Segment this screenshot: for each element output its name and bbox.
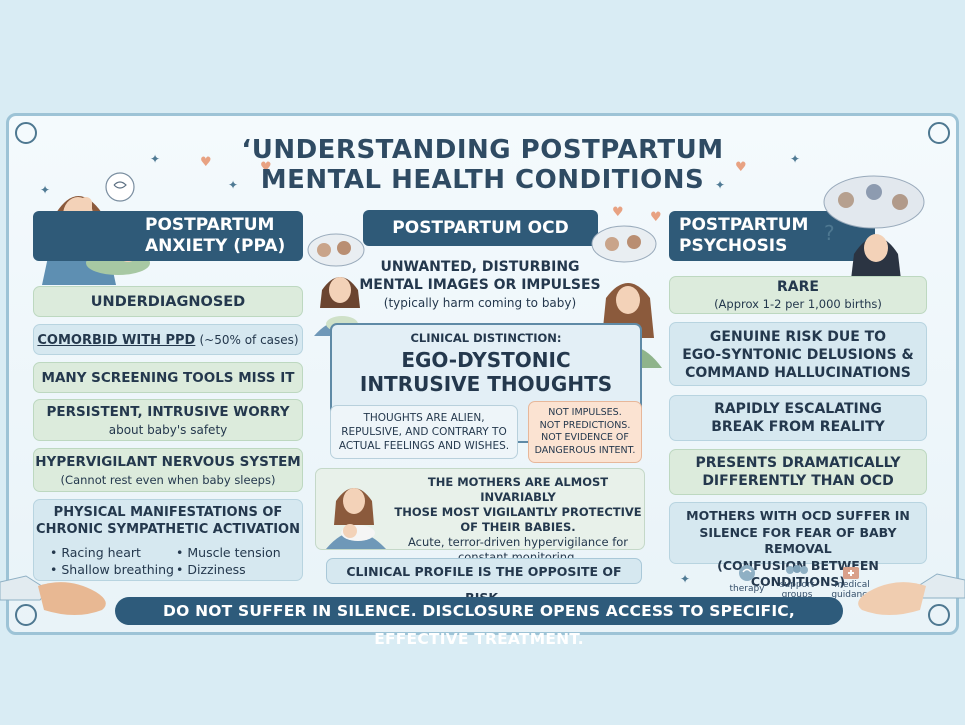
sparkle-icon: ✦ [40,183,51,197]
medical-guidance-label: medical guidance [831,580,873,600]
helping-hand-right-illustration [858,573,965,615]
svg-text:?: ? [824,221,835,245]
corner-ornament [928,604,950,626]
page-title: ‘UNDERSTANDING POSTPARTUM MENTAL HEALTH … [241,135,724,195]
symptom-item: • Shallow breathing [50,562,174,577]
heart-icon: ♥ [735,160,747,175]
corner-ornament [15,604,37,626]
symptom-item: • Dizziness [176,562,246,577]
symptom-item: • Muscle tension [176,545,281,560]
ppa-comorbid-card: COMORBID WITH PPD (~50% of cases) [33,324,303,355]
corner-ornament [15,122,37,144]
psychosis-silence-card: MOTHERS WITH OCD SUFFER IN SILENCE FOR F… [669,502,927,589]
medical-kit-icon [843,567,859,579]
protective-mother-illustration [326,488,386,549]
group-icon [786,565,808,574]
ppa-physical-card: PHYSICAL MANIFESTATIONS OF CHRONIC SYMPA… [33,499,303,581]
symptom-item: • Racing heart [50,545,141,560]
sparkle-icon: ✦ [228,178,239,192]
heart-icon: ♥ [612,205,624,220]
ocd-not-impulses-callout: NOT IMPULSES. NOT PREDICTIONS. NOT EVIDE… [528,401,642,463]
support-groups-label: support groups [779,580,815,600]
brain-head-icon [739,565,755,581]
helping-hand-left-illustration [0,575,106,615]
psychosis-risk-card: GENUINE RISK DUE TO EGO-SYNTONIC DELUSIO… [669,322,927,386]
ppa-screening-card: MANY SCREENING TOOLS MISS IT [33,362,303,393]
ppa-heading: POSTPARTUM ANXIETY (PPA) [33,211,303,261]
distressed-mother-illustration: ? [823,175,925,288]
footer-banner: DO NOT SUFFER IN SILENCE. DISCLOSURE OPE… [115,597,843,648]
corner-ornament [928,122,950,144]
therapy-label: therapy [729,584,765,594]
ppa-underdiagnosed-card: UNDERDIAGNOSED [33,286,303,317]
ppa-worry-card: PERSISTENT, INTRUSIVE WORRY about baby's… [33,399,303,441]
sparkle-icon: ✦ [790,152,801,166]
ppa-hypervigilant-card: HYPERVIGILANT NERVOUS SYSTEM (Cannot res… [33,448,303,492]
ocd-profile-banner: CLINICAL PROFILE IS THE OPPOSITE OF RISK… [326,558,642,605]
sparkle-icon: ✦ [680,572,691,586]
ocd-alien-card: THOUGHTS ARE ALIEN, REPULSIVE, AND CONTR… [330,405,518,459]
psychosis-escalating-card: RAPIDLY ESCALATING BREAK FROM REALITY [669,395,927,441]
ocd-unwanted-card: UNWANTED, DISTURBING MENTAL IMAGES OR IM… [359,259,601,310]
ocd-heading: POSTPARTUM OCD [363,210,598,246]
heart-icon: ♥ [200,155,212,170]
psychosis-presents-card: PRESENTS DRAMATICALLY DIFFERENTLY THAN O… [669,449,927,495]
heart-icon: ♥ [260,160,272,175]
symptom-list: • Racing heart • Muscle tension • Shallo… [34,544,302,578]
heart-icon: ♥ [650,210,662,225]
sparkle-icon: ✦ [715,178,726,192]
psychosis-rare-card: RARE (Approx 1-2 per 1,000 births) [669,276,927,314]
ocd-mothers-card: THE MOTHERS ARE ALMOST INVARIABLY THOSE … [315,468,645,564]
sparkle-icon: ✦ [150,152,161,166]
psychosis-heading: POSTPARTUM PSYCHOSIS [669,211,875,261]
